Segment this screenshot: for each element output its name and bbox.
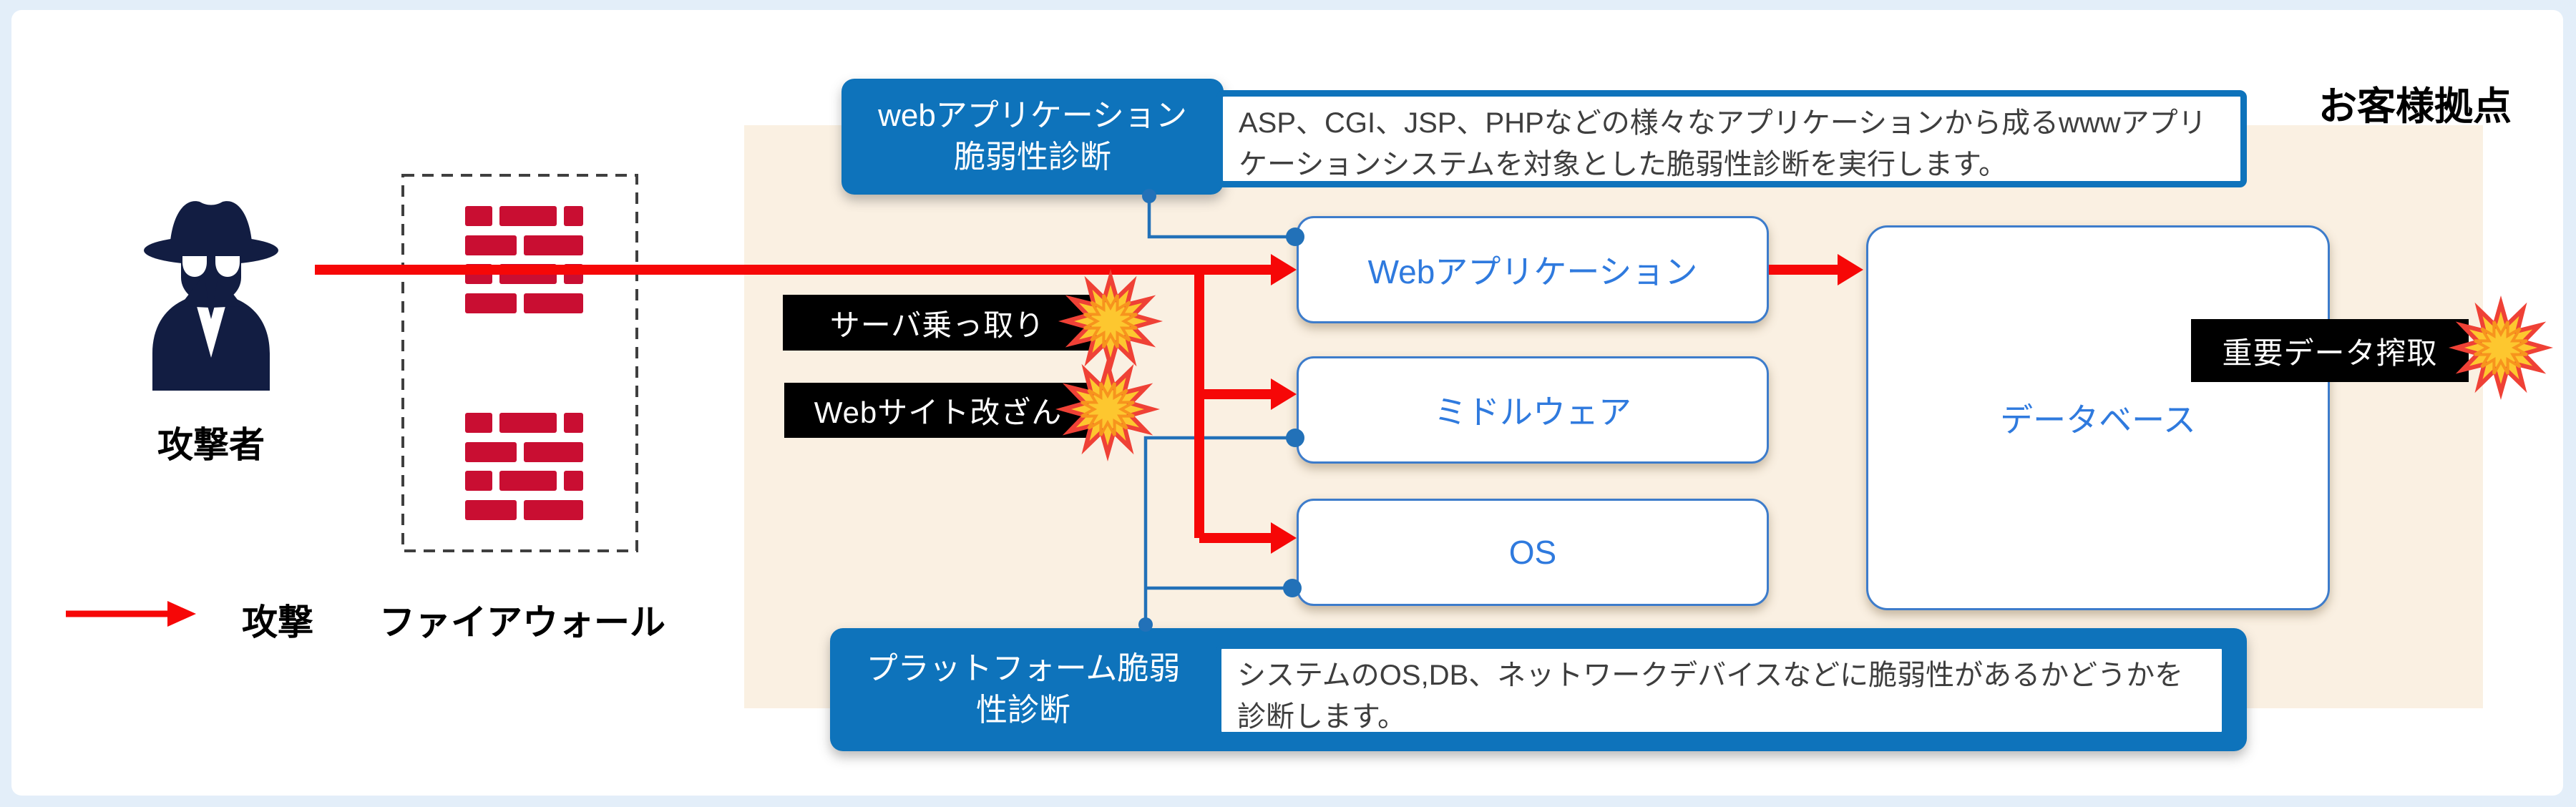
threat-site-defacement: Webサイト改ざん [784, 383, 1092, 438]
webapp-diagnosis-box: webアプリケーション 脆弱性診断 [841, 79, 1224, 195]
platform-diagnosis-title: プラットフォーム脆弱 性診断 [830, 628, 1216, 751]
attacker-label: 攻撃者 [157, 425, 265, 465]
webapp-diagnosis-line1: webアプリケーション [878, 98, 1187, 133]
webapp-node: Webアプリケーション [1297, 216, 1769, 323]
threat-server-hijack: サーバ乗っ取り [783, 295, 1092, 351]
middleware-node: ミドルウェア [1297, 356, 1769, 464]
os-node: OS [1297, 499, 1769, 606]
firewall-label: ファイアウォール [379, 602, 665, 642]
threat-data-exfiltration: 重要データ搾取 [2191, 319, 2469, 382]
webapp-diagnosis-description: ASP、CGI、JSP、PHPなどの様々なアプリケーションから成るwwwアプリケ… [1216, 90, 2247, 187]
platform-diagnosis-description: システムのOS,DB、ネットワークデバイスなどに脆弱性があるかどうかを診断します… [1216, 644, 2227, 737]
platform-diagnosis-line1: プラットフォーム脆弱 [866, 651, 1181, 686]
customer-site-label: お客様拠点 [2318, 85, 2512, 128]
webapp-diagnosis-line2: 脆弱性診断 [954, 140, 1111, 175]
platform-diagnosis-line2: 性診断 [976, 693, 1070, 728]
database-node: データベース [1866, 225, 2330, 610]
attack-legend-label: 攻撃 [242, 602, 313, 642]
